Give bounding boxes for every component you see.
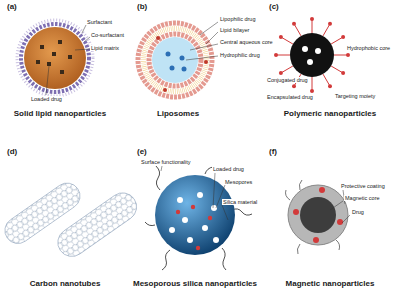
part-label: Drug xyxy=(351,209,365,215)
panel-letter: (d) xyxy=(6,148,18,157)
part-label: Lipophilic drug xyxy=(219,16,256,22)
part-label: Lipid matrix xyxy=(90,45,120,51)
part-label: Conjugated drug xyxy=(266,77,309,83)
part-label: Loaded drug xyxy=(212,166,245,172)
panel-title: Mesoporous silica nanoparticles xyxy=(132,280,258,289)
part-label: Protective coating xyxy=(340,183,386,189)
part-label: Central aqueous core xyxy=(219,39,274,45)
part-label: Magnetic core xyxy=(344,195,381,201)
part-label: Silica material xyxy=(222,199,258,205)
solid-lipid-nanoparticle xyxy=(17,20,93,96)
part-label: Lipid bilayer xyxy=(219,27,250,33)
panel-title: Liposomes xyxy=(156,110,200,119)
panel-title: Carbon nanotubes xyxy=(29,280,102,289)
part-label: Surface functionality xyxy=(140,159,192,165)
part-label: Loaded drug xyxy=(30,96,63,102)
magnetic-nanoparticle xyxy=(286,180,351,254)
part-label: Encapsulated drug xyxy=(266,94,314,100)
part-label: Hydrophilic drug xyxy=(219,52,261,58)
part-label: Hydrophobic core xyxy=(346,45,391,51)
carbon-nanotubes xyxy=(0,178,142,262)
panel-letter: (a) xyxy=(6,3,18,12)
part-label: Mesopores xyxy=(224,179,253,185)
panel-letter: (c) xyxy=(268,3,280,12)
panel-letter: (f) xyxy=(268,148,278,157)
liposome xyxy=(138,22,218,97)
panel-letter: (e) xyxy=(136,148,148,157)
part-label: Co-surfactant xyxy=(90,32,125,38)
panel-letter: (b) xyxy=(136,3,148,12)
part-label: Targeting moiety xyxy=(334,93,376,99)
panel-title: Magnetic nanoparticles xyxy=(285,280,376,289)
panel-title: Solid lipid nanoparticles xyxy=(13,110,107,119)
panel-title: Polymeric nanoparticles xyxy=(283,110,377,119)
part-label: Surfactant xyxy=(86,19,113,25)
